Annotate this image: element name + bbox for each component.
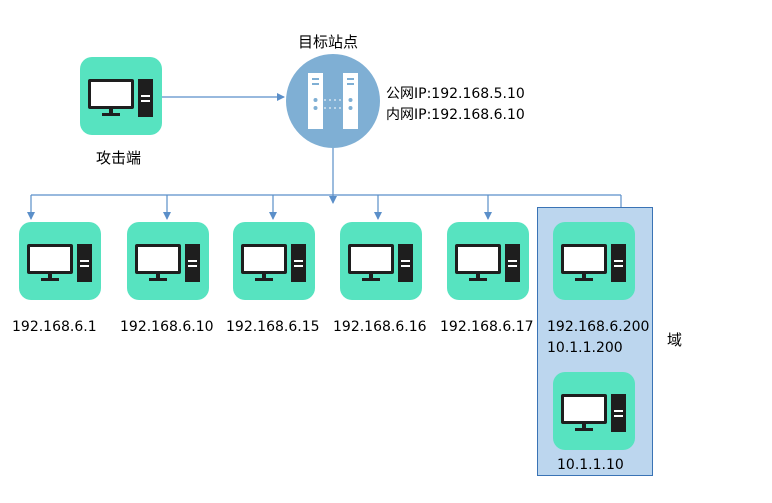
host-label-4: 192.168.6.16 [333,319,427,335]
computer-icon [241,244,306,282]
host-computer-icon-7 [553,372,635,450]
computer-icon [455,244,520,282]
host-label-6-secondary: 10.1.1.200 [547,340,623,356]
target-private-ip: 内网IP:192.168.6.10 [386,107,525,123]
computer-icon [561,394,626,432]
host-label-5: 192.168.6.17 [440,319,534,335]
host-label-3: 192.168.6.15 [226,319,320,335]
host-computer-icon-4 [340,222,422,300]
server-icon [308,73,358,129]
attacker-label: 攻击端 [96,149,142,167]
host-label-6: 192.168.6.200 [547,319,650,335]
host-computer-icon-2 [127,222,209,300]
host-computer-icon-5 [447,222,529,300]
target-title: 目标站点 [298,33,359,51]
host-label-2: 192.168.6.10 [120,319,214,335]
computer-icon [135,244,200,282]
host-label-7: 10.1.1.10 [557,457,624,473]
computer-icon [561,244,626,282]
domain-label: 域 [667,331,683,349]
computer-icon [27,244,92,282]
target-public-ip: 公网IP:192.168.5.10 [386,86,525,102]
computer-icon [348,244,413,282]
host-computer-icon-3 [233,222,315,300]
target-server [286,54,380,148]
computer-icon [88,79,153,117]
host-computer-icon-1 [19,222,101,300]
host-computer-icon-6 [553,222,635,300]
attacker-computer-icon [80,57,162,135]
host-label-1: 192.168.6.1 [12,319,97,335]
